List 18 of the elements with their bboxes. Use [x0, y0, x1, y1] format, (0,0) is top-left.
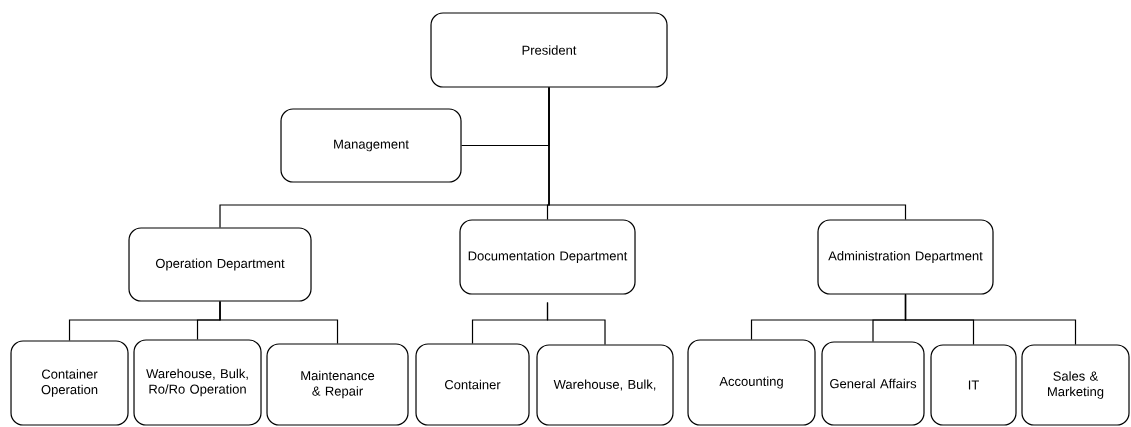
org-box: General Affairs	[821, 341, 925, 426]
org-box: Administration Department	[817, 219, 994, 295]
org-box: Container	[415, 343, 530, 426]
org-box: Maintenance & Repair	[266, 343, 409, 426]
org-box: President	[430, 12, 668, 88]
org-box: Operation Department	[128, 227, 312, 302]
connector-line	[219, 301, 339, 344]
org-box: Sales & Marketing	[1021, 344, 1130, 426]
connector-line	[548, 87, 907, 220]
org-box: Container Operation	[10, 340, 129, 426]
connector-line	[904, 294, 1077, 345]
org-box: IT	[930, 344, 1017, 426]
org-box: Accounting	[687, 339, 816, 426]
org-box: Warehouse, Bulk,	[536, 344, 674, 426]
org-box: Management	[280, 108, 462, 183]
org-box: Documentation Department	[459, 219, 636, 295]
connector-line	[546, 302, 606, 345]
org-box: Warehouse, Bulk, Ro/Ro Operation	[133, 339, 262, 426]
